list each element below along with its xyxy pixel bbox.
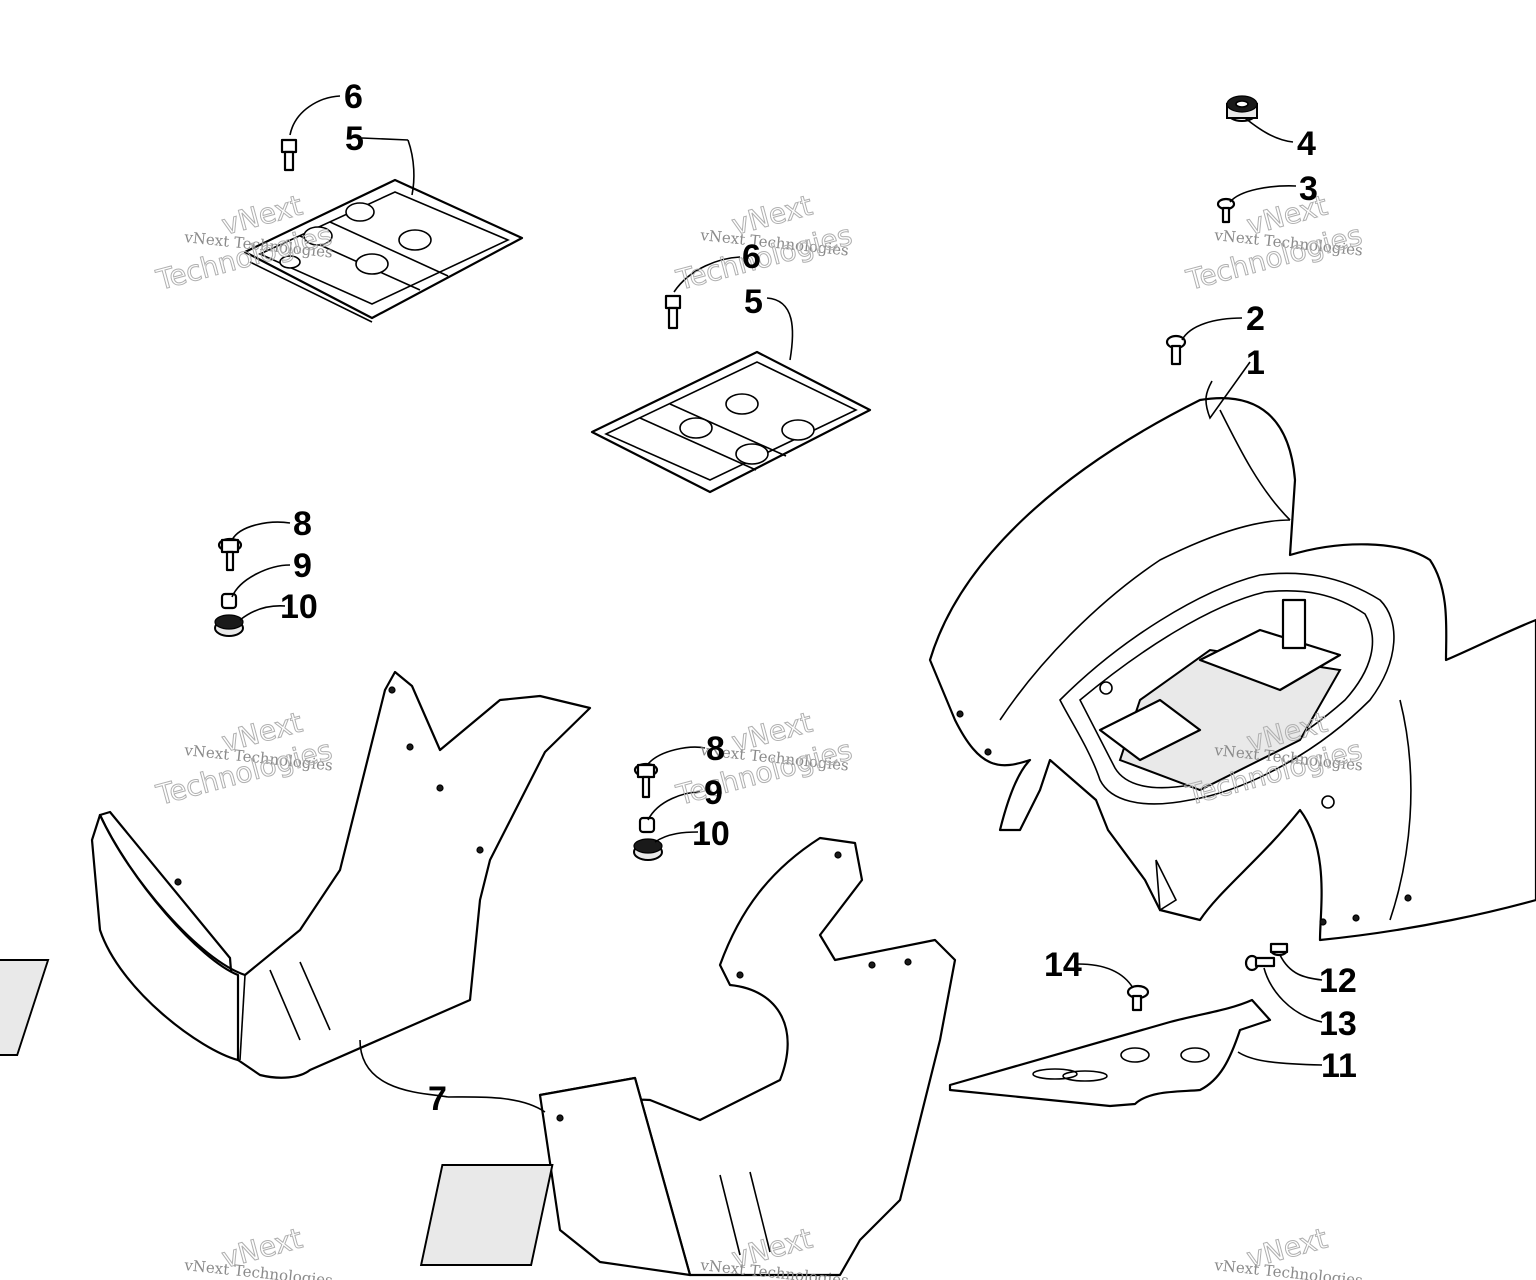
callout-9-left: 9: [293, 547, 312, 585]
screw-3: [1216, 197, 1236, 224]
callout-3: 3: [1299, 170, 1318, 208]
footrest-plate-left: [243, 178, 524, 323]
hardware-8-9-10-left: [214, 537, 244, 637]
bolt-6-center: [664, 294, 682, 330]
callout-13: 13: [1319, 1005, 1357, 1043]
watermark-bottom-right: vNext vNext Technologies: [1213, 1221, 1364, 1280]
callout-6-left: 6: [344, 78, 363, 116]
callout-9-center: 9: [704, 774, 723, 812]
watermark-bottom-center: vNext vNext Technologies: [699, 1221, 850, 1280]
watermark-top-right: vNext vNext Technologies Technologies: [1182, 188, 1366, 297]
hardware-8-9-10-center: [633, 762, 663, 861]
nut-12: [1269, 942, 1289, 957]
bolt-6-left: [280, 138, 298, 172]
callout-2: 2: [1246, 300, 1265, 338]
callout-5-left: 5: [345, 120, 364, 158]
callout-4: 4: [1297, 125, 1316, 163]
callout-10-center: 10: [692, 815, 730, 853]
callout-5-center: 5: [744, 283, 763, 321]
watermark-top-center: vNext vNext Technologies Technologies: [672, 188, 856, 297]
rear-fender-1: [928, 397, 1536, 942]
callout-11: 11: [1321, 1047, 1357, 1085]
callout-12: 12: [1319, 962, 1357, 1000]
watermark-mid-left: vNext vNext Technologies Technologies: [152, 705, 336, 812]
callouts: 1 2 3 4 5 5 6 6 7 8 8 9 9 10 10 11 12 13…: [280, 78, 1357, 1118]
watermark-bottom-left: vNext vNext Technologies: [183, 1221, 334, 1280]
skid-guard-11: [948, 998, 1272, 1108]
footrest-plate-center: [590, 350, 872, 494]
callout-14: 14: [1044, 946, 1082, 984]
cap-screw-13: [1244, 954, 1276, 972]
callout-6-center: 6: [742, 238, 761, 276]
screw-14: [1126, 984, 1150, 1012]
footwell-left-7: [0, 670, 592, 1079]
watermark-mid-center: vNext vNext Technologies Technologies: [672, 705, 856, 812]
callout-8-center: 8: [706, 730, 725, 768]
callout-8-left: 8: [293, 505, 312, 543]
grommet-4: [1226, 95, 1258, 122]
screw-2: [1165, 334, 1187, 366]
callout-7: 7: [428, 1080, 447, 1118]
callout-1: 1: [1246, 344, 1265, 382]
leader-lines: [231, 95, 1323, 1113]
callout-10-left: 10: [280, 588, 318, 626]
footwell-center-7: [419, 836, 957, 1277]
